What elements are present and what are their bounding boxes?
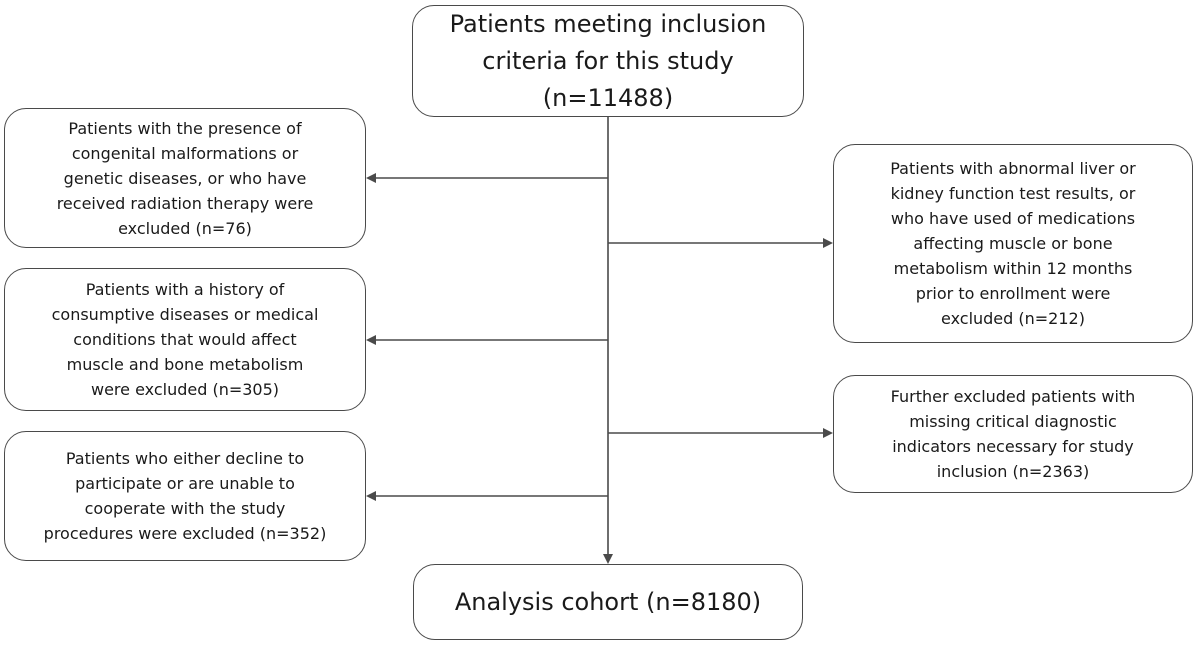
analysis-cohort-box: Analysis cohort (n=8180) — [413, 564, 803, 640]
exclusion-text-consumptive: Patients with a history of consumptive d… — [51, 280, 319, 399]
exclusion-text-missing-indicators: Further excluded patients with missing c… — [890, 387, 1136, 481]
exclusion-box-consumptive: Patients with a history of consumptive d… — [4, 268, 366, 411]
start-box: Patients meeting inclusion criteria for … — [412, 5, 804, 117]
exclusion-box-abnormal-labs: Patients with abnormal liver or kidney f… — [833, 144, 1193, 343]
exclusion-text-abnormal-labs: Patients with abnormal liver or kidney f… — [890, 159, 1136, 328]
start-box-text: Patients meeting inclusion criteria for … — [449, 9, 767, 112]
exclusion-text-declined: Patients who either decline to participa… — [43, 449, 327, 543]
exclusion-text-congenital: Patients with the presence of congenital… — [56, 118, 314, 238]
exclusion-box-congenital: Patients with the presence of congenital… — [4, 108, 366, 248]
exclusion-box-declined: Patients who either decline to participa… — [4, 431, 366, 561]
exclusion-box-missing-indicators: Further excluded patients with missing c… — [833, 375, 1193, 493]
analysis-cohort-text: Analysis cohort (n=8180) — [454, 587, 762, 616]
